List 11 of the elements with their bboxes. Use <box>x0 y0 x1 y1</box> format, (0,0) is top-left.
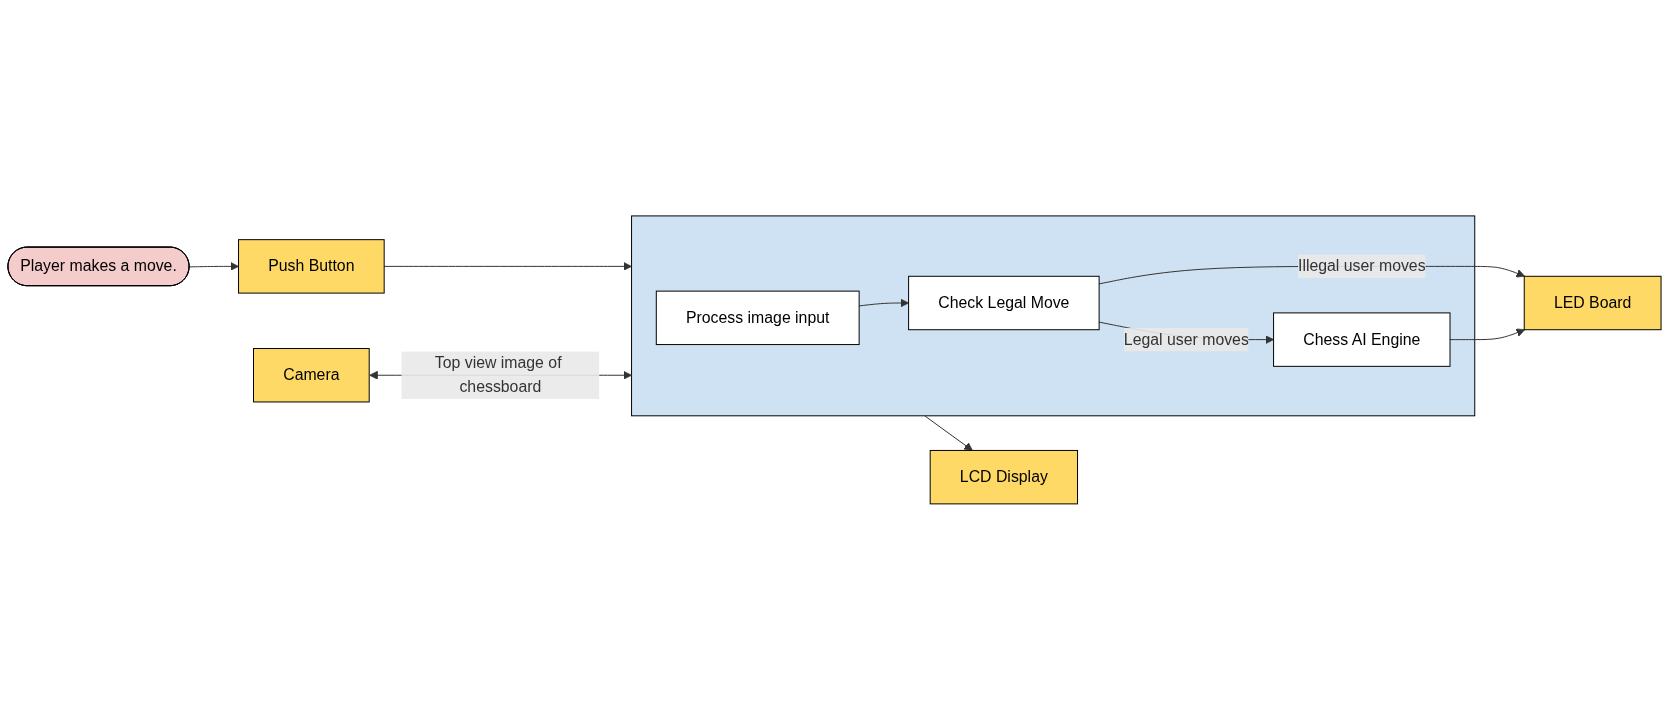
cluster <box>631 215 1476 416</box>
edge-label: Top view image of chessboard <box>434 354 562 395</box>
edge-label: Illegal user moves <box>1297 257 1426 274</box>
edge-label: Legal user moves <box>1123 330 1249 348</box>
node-box: Process image input <box>655 290 860 345</box>
node-box: Push Button <box>238 238 385 294</box>
node-box: Camera <box>253 347 370 403</box>
node-box: LCD Display <box>929 449 1079 504</box>
node-box: LED Board <box>1523 275 1662 330</box>
node-box: Check Legal Move <box>908 275 1100 330</box>
node-box: Chess AI Engine <box>1273 312 1451 367</box>
